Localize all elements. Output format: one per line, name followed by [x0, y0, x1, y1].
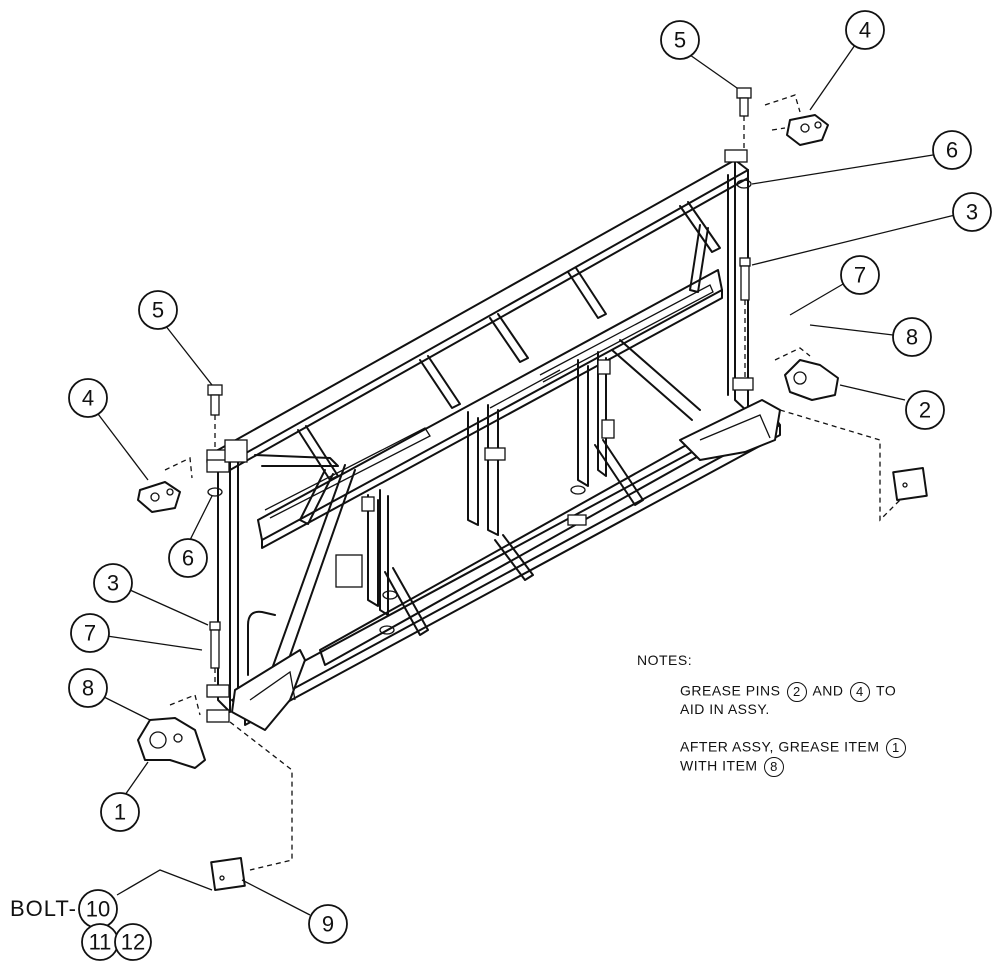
svg-text:3: 3: [966, 200, 978, 225]
note-2-line-2: WITH ITEM 8: [680, 757, 786, 777]
note-1-ref-4: 4: [849, 682, 870, 702]
svg-text:11: 11: [89, 930, 112, 955]
bracket-top-right: [764, 94, 829, 146]
callout-6-left: 6: [168, 538, 208, 578]
washer-left: [207, 487, 223, 497]
note-1-text-b: AND: [812, 682, 844, 699]
note-2-ref-1: 1: [885, 738, 906, 758]
svg-text:2: 2: [919, 398, 931, 423]
washer-right: [736, 179, 752, 189]
block-bottom: [210, 721, 293, 891]
svg-text:9: 9: [322, 912, 334, 937]
pivot-left: [137, 694, 206, 769]
bolt-label: BOLT-: [10, 896, 77, 921]
svg-text:8: 8: [82, 676, 94, 701]
pin-top-left: [207, 384, 223, 448]
callout-5-left: 5: [138, 290, 178, 330]
svg-text:6: 6: [182, 546, 194, 571]
note-2-text-b: WITH ITEM: [680, 757, 758, 774]
callout-3-right: 3: [952, 192, 992, 232]
pin-left-lower: [209, 621, 221, 685]
svg-text:6: 6: [946, 138, 958, 163]
callout-7-right: 7: [840, 255, 880, 295]
svg-text:4: 4: [859, 18, 871, 43]
callout-11: 11: [81, 923, 119, 961]
callout-1-left: 1: [100, 792, 140, 832]
note-2-ref-8: 8: [764, 757, 784, 777]
note-1-ref-2: 2: [786, 682, 807, 702]
callout-8-left: 8: [68, 668, 108, 708]
note-1-text-c: TO: [876, 682, 897, 699]
svg-text:7: 7: [84, 621, 96, 646]
svg-text:5: 5: [674, 28, 686, 53]
callout-3-left: 3: [93, 563, 133, 603]
leader-lines: [94, 44, 956, 916]
pivot-right: [774, 347, 839, 401]
note-2-line-1: AFTER ASSY, GREASE ITEM 1: [680, 738, 908, 758]
notes-heading: NOTES:: [637, 652, 693, 668]
callout-12: 12: [114, 923, 152, 961]
note-1-line-1: GREASE PINS 2 AND 4 TO: [680, 682, 896, 702]
note-1-text-a: GREASE PINS: [680, 682, 781, 699]
svg-text:7: 7: [854, 263, 866, 288]
callout-7-left: 7: [70, 613, 110, 653]
callout-2-right: 2: [905, 390, 945, 430]
pin-right-lower: [739, 257, 751, 378]
callout-10: 10: [78, 889, 118, 929]
pin-top-right: [736, 87, 752, 150]
svg-text:1: 1: [114, 800, 126, 825]
callout-4-top: 4: [845, 10, 885, 50]
svg-text:10: 10: [86, 897, 110, 922]
callout-8-right: 8: [892, 317, 932, 357]
svg-text:8: 8: [906, 325, 918, 350]
svg-text:3: 3: [107, 571, 119, 596]
svg-text:12: 12: [121, 930, 145, 955]
boom-frame: [206, 149, 781, 731]
svg-text:5: 5: [152, 298, 164, 323]
callout-5-top: 5: [660, 20, 700, 60]
bracket-top-left: [137, 457, 193, 513]
callout-6-right: 6: [932, 130, 972, 170]
callout-4-left: 4: [68, 378, 108, 418]
note-1-line-2: AID IN ASSY.: [680, 701, 770, 717]
svg-text:4: 4: [82, 386, 94, 411]
block-right: [779, 409, 928, 522]
callout-9: 9: [308, 904, 348, 944]
note-2-text-a: AFTER ASSY, GREASE ITEM: [680, 738, 880, 755]
